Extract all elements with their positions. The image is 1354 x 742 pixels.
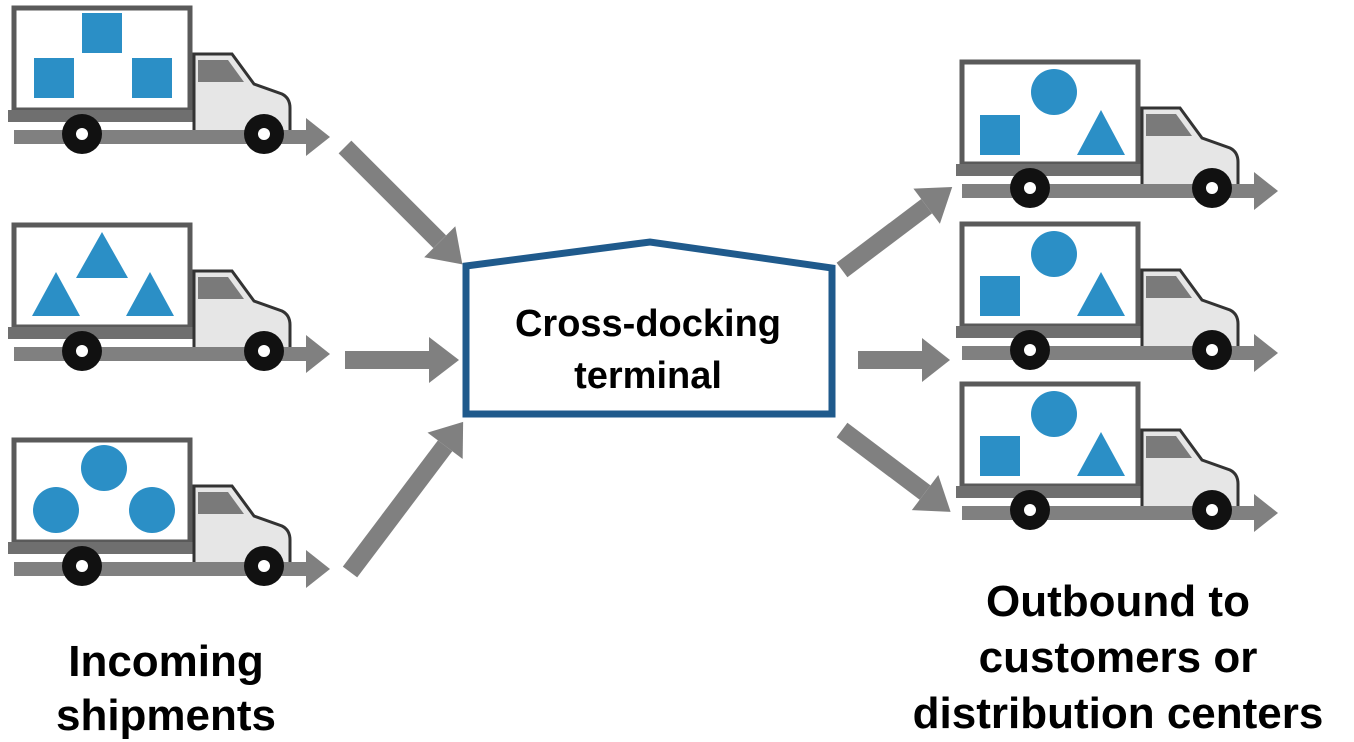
incoming-caption-line2: shipments (56, 691, 276, 740)
incoming-caption: Incoming shipments (56, 637, 276, 740)
terminal-label-line2: terminal (574, 355, 722, 397)
cargo-circle (1031, 69, 1077, 115)
cargo-square (34, 58, 74, 98)
outbound-caption-line3: distribution centers (913, 689, 1324, 738)
cargo-square (980, 436, 1020, 476)
cargo-circle (81, 445, 127, 491)
outbound-truck (956, 62, 1278, 210)
incoming-truck (8, 225, 330, 373)
cargo-triangle (1077, 110, 1125, 155)
cargo-square (980, 115, 1020, 155)
outbound-caption: Outbound to customers or distribution ce… (913, 577, 1324, 738)
cargo-circle (129, 487, 175, 533)
cargo-triangle (76, 232, 128, 278)
cargo-square (82, 13, 122, 53)
outbound-truck (956, 384, 1278, 532)
cargo-triangle (1077, 432, 1125, 476)
terminal-label-line1: Cross-docking (515, 303, 781, 345)
cargo-square (132, 58, 172, 98)
incoming-arrows (338, 140, 464, 578)
incoming-truck (8, 440, 330, 588)
cargo-circle (33, 487, 79, 533)
cargo-circle (1031, 231, 1077, 277)
flow-arrow (342, 421, 464, 578)
incoming-caption-line1: Incoming (68, 637, 264, 686)
cargo-square (980, 276, 1020, 316)
cargo-triangle (126, 272, 174, 316)
cross-docking-terminal: Cross-docking terminal (462, 238, 836, 418)
flow-arrow (836, 186, 953, 278)
flow-arrow (338, 140, 463, 265)
cargo-triangle (1077, 272, 1125, 316)
outbound-caption-line2: customers or (979, 633, 1258, 682)
outbound-arrows (836, 186, 953, 512)
cargo-triangle (32, 272, 80, 316)
cargo-circle (1031, 391, 1077, 437)
flow-arrow (858, 338, 950, 382)
incoming-truck (8, 8, 330, 156)
outbound-caption-line1: Outbound to (986, 577, 1250, 626)
flow-arrow (345, 337, 459, 383)
flow-arrow (836, 422, 951, 512)
outbound-truck (956, 224, 1278, 372)
